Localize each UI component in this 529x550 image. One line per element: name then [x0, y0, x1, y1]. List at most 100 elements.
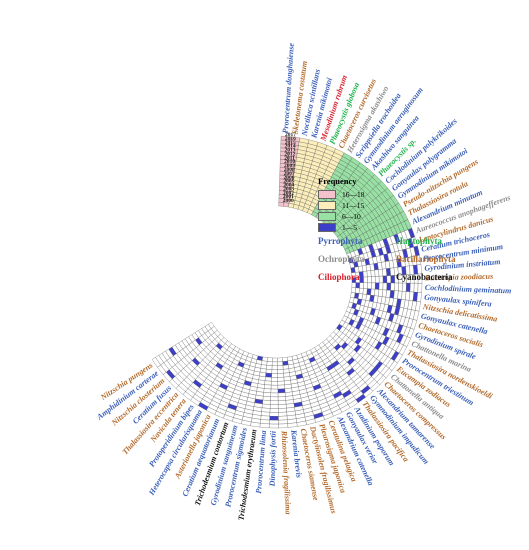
heatmap-cell: [269, 404, 279, 409]
heatmap-cell: [417, 283, 423, 293]
heatmap-cell: [355, 282, 360, 289]
year-label: 2012: [284, 151, 295, 157]
heatmap-cell: [269, 419, 279, 425]
heatmap-cell: [271, 369, 278, 374]
heatmap-cell: [271, 361, 278, 366]
heatmap-cell: [358, 287, 364, 295]
heatmap-cell: [278, 411, 288, 417]
heatmap-cell: [271, 381, 278, 386]
legend-title: Frequency: [318, 176, 357, 186]
legend-label: 1—5: [342, 223, 357, 232]
year-label: 2006: [284, 175, 295, 181]
heatmap-cell: [277, 376, 285, 382]
heatmap-cell: [269, 408, 279, 413]
heatmap-cell: [271, 365, 278, 370]
heatmap-cell: [277, 392, 286, 398]
year-label: 2004: [283, 183, 294, 189]
heatmap-cell: [151, 357, 161, 368]
heatmap-cell: [266, 361, 273, 366]
heatmap-cell: [265, 372, 272, 378]
heatmap-cell: [264, 376, 272, 382]
heatmap-cell: [277, 396, 286, 401]
year-label: 2000: [283, 198, 294, 204]
heatmap-cell: [278, 407, 287, 413]
heatmap-cell: [268, 423, 279, 429]
legend-swatch: [318, 212, 336, 221]
heatmap-cell: [366, 288, 372, 296]
legend-swatch: [318, 201, 336, 210]
heatmap-cell: [277, 380, 285, 386]
heatmap-cell: [277, 404, 287, 409]
year-label: 2009: [284, 163, 295, 169]
heatmap-cell: [359, 282, 364, 289]
year-label: 2014: [285, 144, 296, 150]
heatmap-cell: [271, 373, 278, 378]
species-label: Rhizosolenia fragilissima: [280, 430, 293, 515]
species-label: Cochlodinium geminatum: [425, 283, 512, 296]
heatmap-cell: [277, 373, 284, 378]
heatmap-cell: [262, 396, 271, 401]
heatmap-cell: [265, 368, 273, 374]
heatmap-cell: [394, 282, 399, 292]
year-label: 2002: [283, 190, 294, 196]
heatmap-cell: [354, 287, 360, 294]
heatmap-cell: [270, 396, 279, 401]
heatmap-cell: [416, 292, 422, 303]
heatmap-cell: [271, 377, 278, 382]
legend-swatch: [318, 223, 336, 232]
heatmap-cell: [378, 282, 384, 290]
heatmap-cell: [263, 392, 271, 397]
heatmap-cell: [278, 423, 289, 429]
year-label: 2010: [284, 159, 295, 165]
species-label: Dinophysis fortii: [268, 430, 278, 487]
heatmap-cell: [277, 384, 285, 390]
legend-label: 16—18: [342, 190, 365, 199]
heatmap-cell: [282, 360, 289, 366]
heatmap-cell: [282, 364, 289, 370]
heatmap-cell: [270, 400, 279, 405]
frequency-legend: Frequency 16—18 11—15 6—10 1—5: [318, 176, 468, 233]
heatmap-cell: [362, 288, 368, 295]
heatmap-cell: [367, 282, 372, 290]
heatmap-cell: [398, 282, 403, 292]
heatmap-cell: [269, 412, 279, 417]
year-label: 2003: [283, 186, 294, 192]
heatmap-cell: [272, 357, 278, 363]
heatmap-cell: [277, 361, 284, 366]
heatmap-cell: [262, 399, 271, 405]
heatmap-cell: [266, 357, 273, 362]
heatmap-cell: [259, 423, 270, 428]
year-labels: 2000200120022003200420052006200720082009…: [283, 132, 297, 204]
heatmap-cell: [371, 282, 376, 290]
heatmap-cell: [277, 369, 284, 374]
legend-label: 11—15: [342, 201, 365, 210]
legend-swatch: [318, 190, 336, 199]
heatmap-cell: [282, 357, 288, 362]
year-label: 2013: [284, 148, 295, 154]
year-label: 2005: [283, 179, 294, 185]
heatmap-cell: [390, 282, 395, 291]
heatmap-cell: [351, 287, 356, 294]
heatmap-cell: [277, 357, 283, 363]
phylum-cyanobacteria: Cyanobacteria: [396, 272, 453, 282]
year-label: 2015: [285, 140, 296, 146]
legend-item: 11—15: [318, 200, 468, 211]
heatmap-cell: [351, 282, 357, 288]
legend-item: 1—5: [318, 222, 468, 233]
heatmap-cell: [413, 283, 419, 293]
heatmap-cell: [374, 282, 380, 290]
heatmap-cell: [409, 283, 415, 293]
heatmap-cell: [266, 365, 273, 370]
heatmap-cell: [270, 388, 279, 394]
heatmap-cell: [261, 403, 271, 409]
year-label: 2007: [284, 171, 295, 177]
heatmap-cell: [261, 407, 271, 413]
heatmap-cell: [269, 416, 279, 421]
heatmap-cell: [270, 384, 279, 390]
year-label: 2008: [284, 167, 295, 173]
year-label: 2001: [283, 194, 294, 200]
legend-item: 6—10: [318, 211, 468, 222]
year-label: 2017: [285, 132, 296, 138]
